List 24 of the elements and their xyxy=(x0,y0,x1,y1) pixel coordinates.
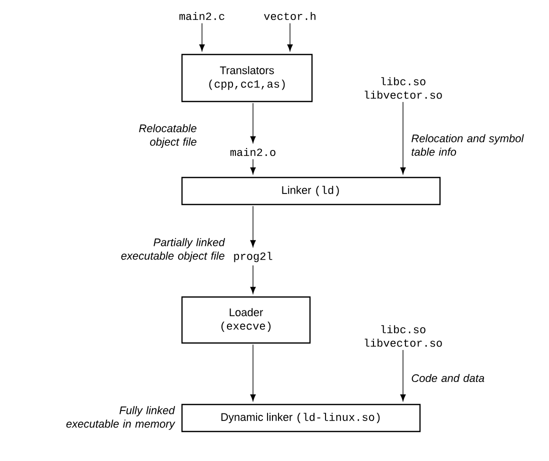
edge-label: Relocation and symbol table info xyxy=(412,134,524,156)
file-name: libc.so libvector.so xyxy=(364,325,442,347)
arrow xyxy=(400,102,406,174)
side-note: Relocatable object file xyxy=(139,124,196,148)
file-name: main2.o xyxy=(230,148,276,156)
arrow xyxy=(287,22,293,52)
process-box: Translators (cpp,cc1,as) xyxy=(181,54,313,102)
file-name: libc.so libvector.so xyxy=(364,77,442,99)
arrow xyxy=(250,344,256,402)
side-note: Partially linked executable object file xyxy=(121,238,226,262)
process-box: Linker (ld) xyxy=(181,176,441,206)
file-name: main2.c xyxy=(179,12,224,20)
file-name: vector.h xyxy=(264,12,316,20)
process-box: Dynamic linker (ld-linux.so) xyxy=(181,404,421,432)
arrow xyxy=(250,264,256,294)
edge-label: Code and data xyxy=(412,374,484,382)
arrow xyxy=(250,102,256,144)
side-note: Fully linked executable in memory xyxy=(66,406,176,430)
arrow xyxy=(250,158,256,174)
process-box: Loader (execve) xyxy=(181,296,311,344)
arrow xyxy=(199,22,205,52)
arrow xyxy=(400,350,406,402)
file-name: prog2l xyxy=(234,252,272,262)
arrow xyxy=(250,206,256,248)
